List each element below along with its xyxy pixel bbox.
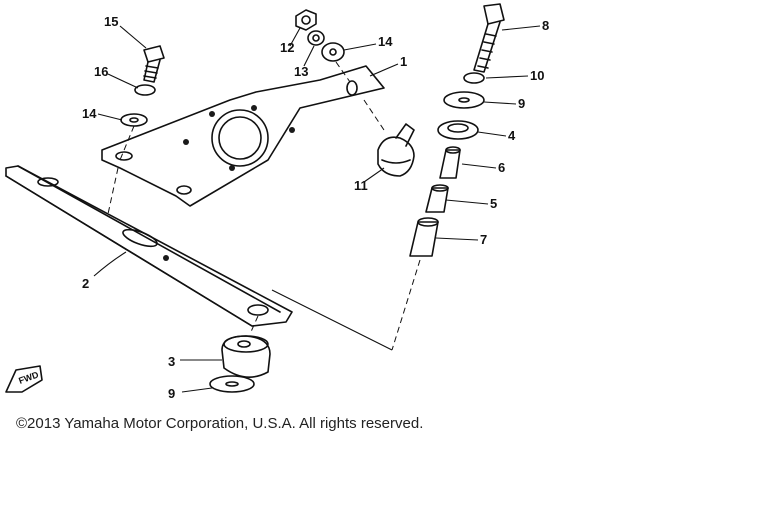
callout-2: 2 <box>82 276 89 291</box>
callout-9-lower: 9 <box>168 386 175 401</box>
part-12-nut <box>295 9 317 31</box>
callout-8: 8 <box>542 18 549 33</box>
callout-labels: 15 16 14 12 13 14 1 8 10 9 4 6 5 7 11 2 … <box>82 14 549 401</box>
part-7-sleeve <box>409 217 439 257</box>
part-3-rubber-damper <box>221 335 271 378</box>
callout-12: 12 <box>280 40 294 55</box>
part-15-bolt <box>143 45 165 83</box>
callout-14-left: 14 <box>82 106 97 121</box>
callout-14-top: 14 <box>378 34 393 49</box>
part-14-washer-top <box>321 42 345 62</box>
assembly-lines <box>107 61 421 351</box>
forward-arrow-icon: FWD <box>5 365 43 393</box>
copyright-notice: ©2013 Yamaha Motor Corporation, U.S.A. A… <box>16 415 424 432</box>
part-4-spacer-ring <box>437 120 479 140</box>
part-14-washer-left <box>120 113 148 127</box>
leader-lines <box>93 25 541 393</box>
part-13-lock-washer <box>307 30 325 46</box>
callout-3: 3 <box>168 354 175 369</box>
part-9-washer-lower <box>209 375 255 393</box>
callout-1: 1 <box>400 54 407 69</box>
callout-7: 7 <box>480 232 487 247</box>
callout-15: 15 <box>104 14 118 29</box>
callout-16: 16 <box>94 64 108 79</box>
part-9-washer-upper <box>443 91 485 109</box>
callout-5: 5 <box>490 196 497 211</box>
part-8-long-bolt <box>473 3 505 73</box>
callout-13: 13 <box>294 64 308 79</box>
callout-10: 10 <box>530 68 544 83</box>
part-10-lock-washer <box>463 72 485 84</box>
part-11-rubber-mount <box>377 123 415 177</box>
part-6-collar <box>439 146 461 179</box>
callout-6: 6 <box>498 160 505 175</box>
callout-11: 11 <box>354 178 368 193</box>
part-1-mounting-plate <box>101 65 385 207</box>
part-2-frame-rail <box>5 165 293 327</box>
callout-4: 4 <box>508 128 516 143</box>
part-5-bushing <box>425 184 449 213</box>
callout-9-upper: 9 <box>518 96 525 111</box>
part-16-lock-washer <box>134 84 156 96</box>
